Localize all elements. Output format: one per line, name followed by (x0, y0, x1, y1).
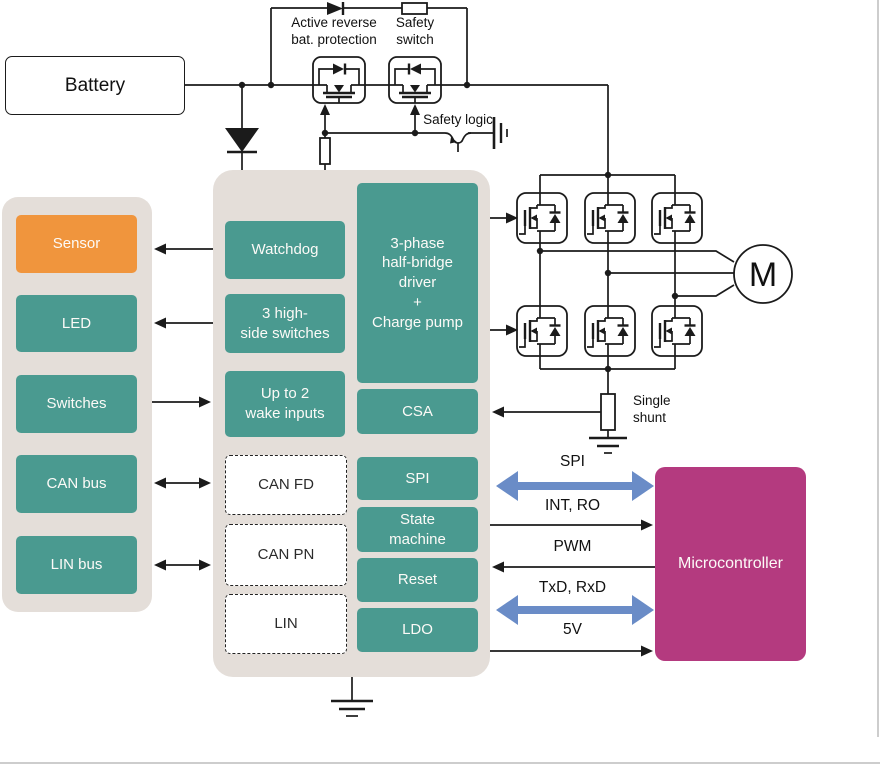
reset-label: Reset (397, 571, 438, 589)
microcontroller-label: Microcontroller (678, 555, 783, 573)
can-fd-label: CAN FD (258, 476, 314, 494)
motor-icon: M (733, 244, 793, 304)
diode-icon (225, 128, 259, 152)
bridge-mosfet-icon (650, 191, 704, 245)
active-reverse-protection-label: Active reverse bat. protection (291, 15, 377, 47)
soc-wake-inputs: Up to 2 wake inputs (225, 371, 345, 437)
led-label: LED (61, 314, 92, 332)
switches-label: Switches (46, 395, 107, 413)
bridge-mosfet-icon (515, 304, 569, 358)
wake-inputs-label: Up to 2 wake inputs (245, 385, 325, 422)
battery-label: Battery (64, 74, 126, 96)
peripheral-led: LED (16, 295, 137, 352)
soc-watchdog: Watchdog (225, 221, 345, 279)
sensor-label: Sensor (52, 235, 101, 253)
soc-high-side-switches: 3 high- side switches (225, 294, 345, 353)
signal-pwm-label: PWM (553, 538, 592, 555)
signal-5v-label: 5V (563, 621, 582, 638)
signal-spi-label: SPI (560, 453, 585, 470)
right-edge-line (877, 0, 879, 737)
battery-block: Battery (5, 56, 185, 115)
peripheral-switches: Switches (16, 375, 137, 433)
peripheral-can-bus: CAN bus (16, 455, 137, 513)
resistor-icon (401, 2, 428, 15)
can-pn-label: CAN PN (257, 546, 315, 564)
bottom-edge-line (0, 762, 880, 764)
reverse-diode-branch (225, 85, 259, 170)
safety-switch-mosfet-icon (387, 55, 443, 105)
soc-can-fd: CAN FD (225, 455, 347, 515)
ldo-label: LDO (402, 621, 433, 639)
soc-spi: SPI (357, 457, 478, 500)
peripheral-lin-bus: LIN bus (16, 536, 137, 594)
soc-lin: LIN (225, 594, 347, 654)
csa-label: CSA (402, 402, 433, 420)
watchdog-label: Watchdog (251, 241, 319, 259)
bridge-mosfet-icon (515, 191, 569, 245)
safety-switch-label: Safety switch (395, 15, 435, 47)
ground-icon (492, 117, 508, 149)
signal-txd-rxd-label: TxD, RxD (538, 579, 607, 596)
lin-label: LIN (274, 615, 298, 633)
peripheral-sensor: Sensor (16, 215, 137, 273)
resistor-icon (319, 137, 331, 165)
soc-can-pn: CAN PN (225, 524, 347, 586)
bridge-mosfet-icon (650, 304, 704, 358)
safety-logic-label: Safety logic (423, 112, 493, 127)
microcontroller-block: Microcontroller (655, 467, 806, 661)
motor-label: M (749, 256, 777, 294)
single-shunt-label: Single shunt (633, 393, 671, 425)
shunt-resistor-icon (600, 393, 616, 431)
state-machine-label: State machine (389, 510, 446, 548)
high-side-label: 3 high- side switches (240, 304, 330, 342)
driver-label: 3-phase half-bridge driver + Charge pump (372, 234, 463, 331)
signal-int-ro-label: INT, RO (544, 497, 601, 514)
ground-icon (331, 677, 373, 717)
soc-state-machine: State machine (357, 507, 478, 552)
reverse-protection-mosfet-icon (311, 55, 367, 105)
bridge-mosfet-icon (583, 304, 637, 358)
soc-ldo: LDO (357, 608, 478, 652)
diode-icon (327, 2, 343, 15)
soc-reset: Reset (357, 558, 478, 602)
peripheral-arrows (152, 243, 213, 571)
spi-label: SPI (405, 469, 430, 487)
bridge-mosfet-icon (583, 191, 637, 245)
can-bus-label: CAN bus (46, 475, 107, 493)
soc-csa: CSA (357, 389, 478, 434)
soc-driver-charge-pump: 3-phase half-bridge driver + Charge pump (357, 183, 478, 383)
lin-bus-label: LIN bus (50, 556, 103, 574)
transistor-icon (444, 132, 472, 144)
ground-icon (589, 436, 627, 454)
